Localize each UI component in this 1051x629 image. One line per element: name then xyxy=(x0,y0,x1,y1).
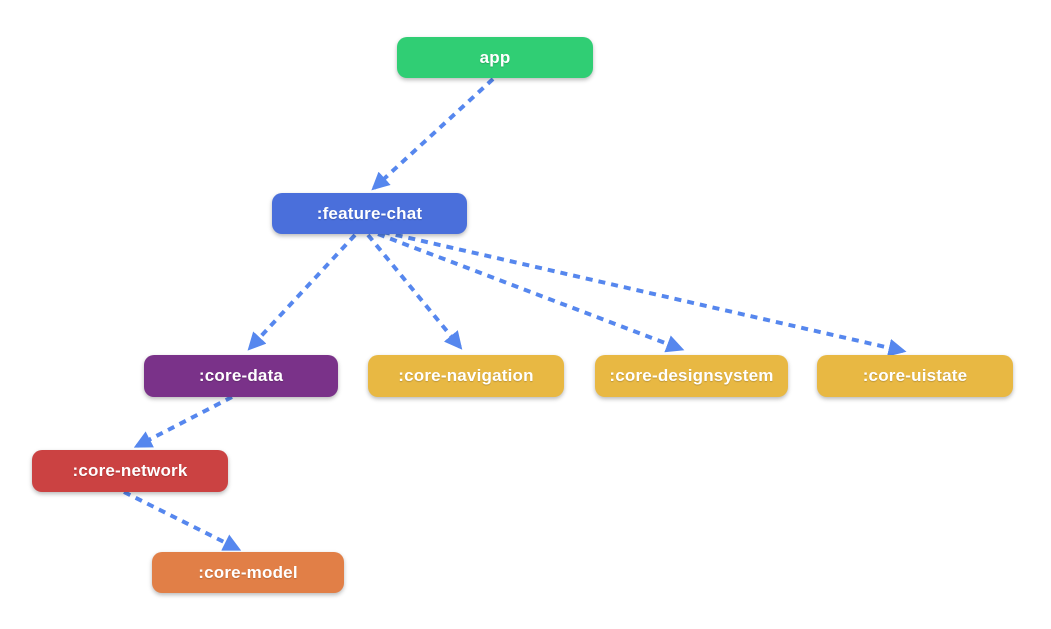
edge-feature-chat-to-core-designsystem xyxy=(377,232,685,353)
node-core-data[interactable]: :core-data xyxy=(144,355,338,397)
edge-core-network-to-core-model xyxy=(123,490,242,551)
edge-feature-chat-to-core-navigation xyxy=(366,233,463,350)
node-label-core-model: :core-model xyxy=(198,562,298,582)
node-feature-chat[interactable]: :feature-chat xyxy=(272,193,467,234)
node-label-core-uistate: :core-uistate xyxy=(862,366,968,385)
node-app[interactable]: app xyxy=(397,37,593,78)
node-core-model[interactable]: :core-model xyxy=(152,552,344,593)
node-label-core-navigation: :core-navigation xyxy=(398,366,534,385)
edge-feature-chat-to-core-data xyxy=(247,233,357,351)
node-label-feature-chat: :feature-chat xyxy=(316,203,423,223)
node-label-core-designsystem: :core-designsystem xyxy=(609,366,774,385)
node-label-core-network: :core-network xyxy=(72,461,188,480)
node-core-designsystem[interactable]: :core-designsystem xyxy=(595,355,788,397)
node-label-app: app xyxy=(479,47,511,67)
node-core-uistate[interactable]: :core-uistate xyxy=(817,355,1013,397)
node-label-core-data: :core-data xyxy=(198,366,284,385)
node-core-network[interactable]: :core-network xyxy=(32,450,228,492)
edge-feature-chat-to-core-uistate xyxy=(382,230,907,357)
edge-app-to-feature-chat xyxy=(371,77,495,191)
node-core-navigation[interactable]: :core-navigation xyxy=(368,355,564,397)
edge-core-data-to-core-network xyxy=(133,395,233,448)
